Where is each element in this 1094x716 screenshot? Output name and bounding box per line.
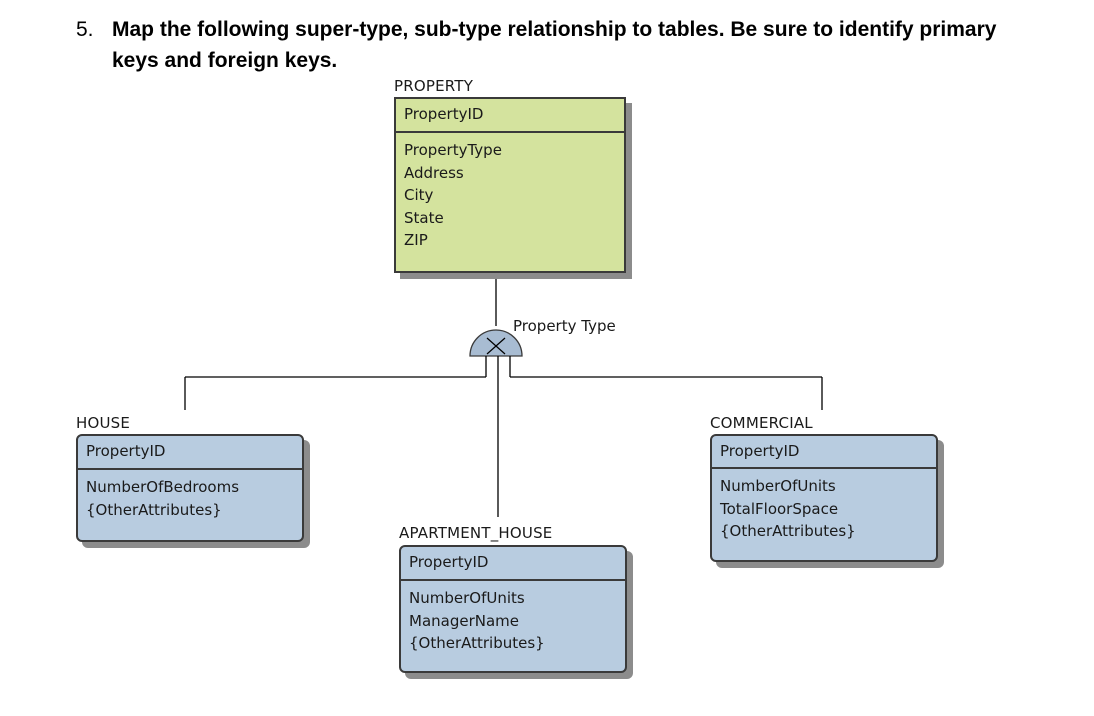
property-attribute: Address	[404, 163, 464, 182]
house-attribute: {OtherAttributes}	[86, 500, 222, 519]
discriminator-label: Property Type	[513, 317, 616, 335]
apartment-house-attribute: ManagerName	[409, 611, 520, 630]
question-line-1: Map the following super-type, sub-type r…	[112, 18, 997, 41]
entity-apartment-house: PropertyID NumberOfUnits ManagerName {Ot…	[399, 545, 627, 673]
property-attribute: PropertyType	[404, 141, 502, 159]
entity-name-house: HOUSE	[76, 414, 131, 432]
entity-name-apartment-house: APARTMENT_HOUSE	[399, 524, 553, 542]
apartment-house-primary-key: PropertyID	[401, 547, 625, 581]
commercial-attribute: TotalFloorSpace	[720, 499, 839, 518]
apartment-house-attribute: NumberOfUnits	[409, 589, 525, 607]
entity-house: PropertyID NumberOfBedrooms {OtherAttrib…	[76, 434, 304, 542]
entity-name-commercial: COMMERCIAL	[710, 414, 813, 432]
property-primary-key: PropertyID	[396, 99, 624, 133]
discriminator-cross-b	[486, 337, 506, 355]
entity-property: PropertyID PropertyType Address City Sta…	[394, 97, 626, 273]
house-attributes: NumberOfBedrooms {OtherAttributes}	[78, 470, 302, 521]
house-primary-key: PropertyID	[78, 436, 302, 470]
property-attribute: ZIP	[404, 231, 428, 249]
commercial-attribute: {OtherAttributes}	[720, 522, 856, 540]
commercial-attributes: NumberOfUnits TotalFloorSpace {OtherAttr…	[712, 469, 936, 543]
property-attributes: PropertyType Address City State ZIP	[396, 133, 624, 252]
apartment-house-attribute: {OtherAttributes}	[409, 634, 545, 652]
entity-name-property: PROPERTY	[394, 77, 474, 95]
subtype-discriminator-symbol	[469, 329, 523, 357]
property-attribute: City	[404, 186, 434, 204]
question-number: 5.	[76, 18, 94, 41]
property-attribute: State	[404, 208, 444, 227]
question-line-2: keys and foreign keys.	[112, 49, 338, 72]
commercial-primary-key: PropertyID	[712, 436, 936, 469]
commercial-attribute: NumberOfUnits	[720, 477, 836, 495]
entity-commercial: PropertyID NumberOfUnits TotalFloorSpace…	[710, 434, 938, 562]
apartment-house-attributes: NumberOfUnits ManagerName {OtherAttribut…	[401, 581, 625, 655]
house-attribute: NumberOfBedrooms	[86, 478, 240, 496]
